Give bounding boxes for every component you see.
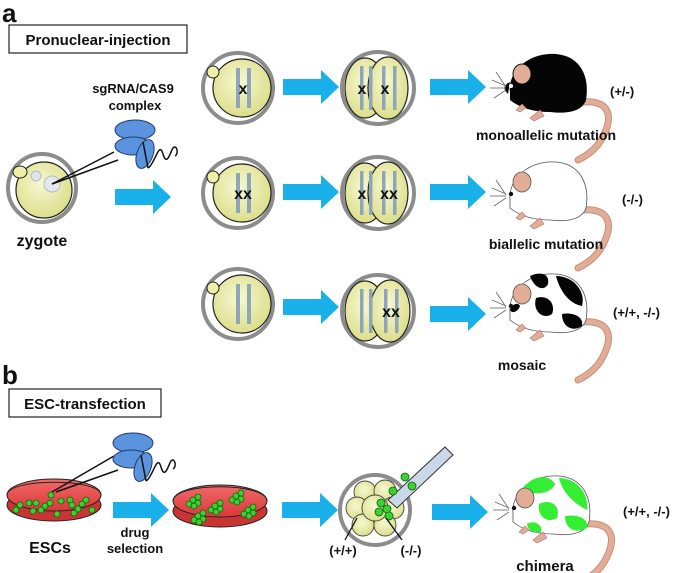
one-cell-embryo-row2: xx: [201, 156, 275, 230]
genotype-label: (+/-): [610, 84, 634, 99]
step-label-2: selection: [107, 541, 163, 556]
mutation-mark: x: [358, 81, 367, 98]
outcome-label: biallelic mutation: [489, 236, 603, 252]
arrow-icon: [115, 180, 171, 214]
mouse-chimera-icon: [493, 475, 611, 573]
zygote-label: zygote: [17, 233, 68, 250]
method-box-esc: ESC-transfection: [8, 388, 162, 418]
mutation-mark: xx: [380, 186, 398, 203]
reagent-label: sgRNA/CAS9: [92, 81, 174, 96]
genotype-label: (+/+, -/-): [623, 504, 670, 519]
arrow-icon: [283, 175, 339, 209]
mouse-mosaic-icon: [490, 273, 608, 380]
mutation-mark: x: [358, 186, 367, 203]
genotype-label: (+/+, -/-): [613, 305, 660, 320]
outcome-label: mosaic: [498, 357, 546, 373]
mutation-mark: xx: [382, 304, 400, 321]
outcome-label: chimera: [516, 558, 574, 573]
host-genotype-label: (+/+): [329, 543, 356, 558]
mutation-mark: xx: [234, 186, 252, 203]
transfection-needle: [51, 455, 119, 493]
arrow-icon: [282, 493, 338, 527]
mouse-white-icon: [490, 161, 608, 268]
arrow-icon: [430, 70, 486, 104]
arrow-icon: [113, 493, 169, 527]
arrow-icon: [430, 297, 486, 331]
arrow-icon: [283, 70, 339, 104]
genotype-label: (-/-): [622, 192, 643, 207]
mutation-mark: x: [239, 81, 248, 98]
one-cell-embryo-row3: [201, 267, 275, 341]
embryo-injection: [338, 446, 454, 547]
two-cell-embryo-row2: x xx: [340, 155, 416, 231]
two-cell-embryo-row1: x x: [340, 50, 416, 126]
selected-colony-dish: [172, 484, 268, 528]
arrow-icon: [283, 290, 339, 324]
method-label: Pronuclear-injection: [25, 32, 170, 49]
crispr-complex-icon: [114, 119, 178, 172]
panel-label-a: a: [2, 0, 17, 28]
injected-genotype-label: (-/-): [401, 543, 422, 558]
outcome-label: monoallelic mutation: [476, 127, 616, 143]
step-label: drug: [121, 525, 150, 540]
mutation-mark: x: [381, 81, 390, 98]
esc-label: ESCs: [29, 540, 71, 557]
mouse-black-icon: [490, 53, 608, 160]
zygote-cell: [6, 152, 78, 224]
two-cell-embryo-row3: xx: [340, 273, 416, 349]
one-cell-embryo-row1: x: [201, 51, 275, 125]
reagent-label-2: complex: [109, 98, 163, 113]
method-box-pronuclear: Pronuclear-injection: [8, 24, 188, 54]
injection-needle: [51, 151, 119, 185]
method-label: ESC-transfection: [24, 396, 146, 413]
panel-label-b: b: [2, 360, 18, 390]
crispr-complex-icon: [112, 432, 176, 485]
arrow-icon: [430, 175, 486, 209]
esc-culture-dish: [6, 478, 102, 522]
arrow-icon: [432, 495, 488, 529]
